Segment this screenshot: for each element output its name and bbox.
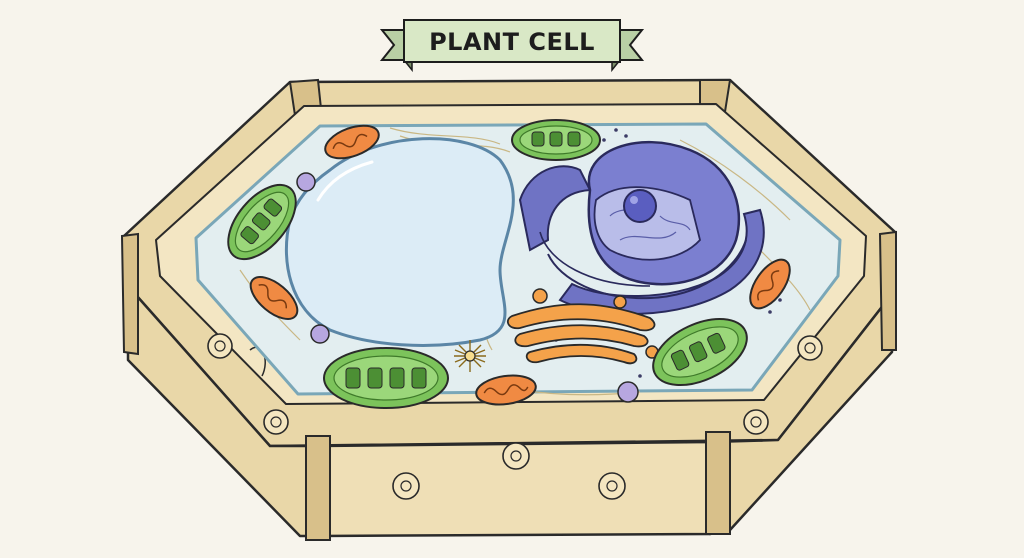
plasmodesmata-group — [207, 333, 823, 500]
mitochondrion-bottom — [475, 374, 537, 406]
mitochondrion-right — [749, 258, 791, 310]
mitochondrion-top-left — [324, 124, 380, 160]
nucleolus — [623, 189, 657, 223]
chloroplast-top — [511, 119, 601, 161]
plasmodesma-icon — [502, 442, 530, 470]
plasmodesma-icon — [263, 409, 289, 435]
rough-endoplasmic-reticulum — [518, 165, 765, 315]
chloroplast-bottom-left — [323, 347, 449, 409]
plasmodesma-icon — [598, 472, 626, 500]
plasmodesma-icon — [797, 335, 823, 361]
nucleus — [587, 141, 741, 286]
chloroplast-left — [227, 183, 297, 261]
centrosome — [454, 340, 486, 372]
plasmodesma-icon — [207, 333, 233, 359]
chloroplast-right — [652, 317, 748, 387]
vesicles — [296, 172, 639, 403]
nucleoplasm — [593, 186, 701, 261]
title-banner: PLANT CELL — [379, 19, 645, 73]
golgi-apparatus — [506, 288, 659, 365]
diagram-title: PLANT CELL — [429, 28, 595, 56]
plasmodesma-icon — [743, 409, 769, 435]
central-vacuole — [284, 137, 515, 347]
plasmodesma-icon — [392, 472, 420, 500]
mitochondrion-left — [249, 276, 299, 320]
